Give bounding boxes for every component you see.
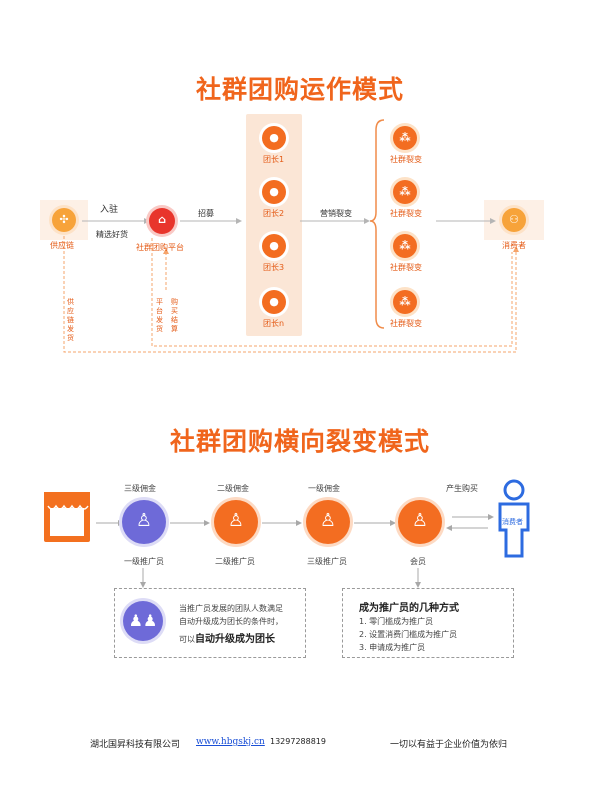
team-node (123, 601, 163, 641)
person-icon: ♙ (319, 510, 337, 531)
way-2: 2. 设置消费门槛成为推广员 (359, 630, 458, 639)
consumer-node (502, 208, 526, 232)
supplier-node (52, 208, 76, 232)
select-goods-label: 精选好货 (96, 230, 128, 239)
diagram2-title: 社群团购横向裂变模式 (169, 427, 430, 456)
recruit-label: 招募 (198, 209, 214, 218)
person-icon: ♙ (135, 510, 153, 531)
upgrade-line-2: 自动升级成为团长的条件时， (179, 617, 283, 626)
home-icon: ⌂ (158, 213, 166, 226)
footer-company: 湖北国昇科技有限公司 (90, 740, 181, 750)
person-icon: ● (269, 295, 279, 308)
upgrade-box: ♟♟ 当推广员发展的团队人数满足 自动升级成为团长的条件时， 可以自动升级成为团… (114, 588, 306, 658)
member-node (398, 500, 442, 544)
commission-1-label: 一级佣金 (308, 484, 340, 493)
diagram1-title: 社群团购运作模式 (195, 75, 404, 104)
commission-3-label: 三级佣金 (124, 484, 156, 493)
promoter-3-node (306, 500, 350, 544)
fission-2-node (393, 180, 417, 204)
diagram1-graphics (40, 114, 544, 353)
produce-buy-label: 产生购买 (446, 484, 478, 493)
footer-slogan: 一切以有益于企业价值为依归 (390, 740, 508, 750)
consumer-label: 消费者 (502, 241, 526, 250)
footer-phone: 13297288819 (270, 737, 326, 746)
commission-2-label: 二级佣金 (217, 484, 249, 493)
fission-4-label: 社群裂变 (390, 319, 422, 328)
promoter-1-label: 一级推广员 (124, 557, 164, 566)
buy-settle-label: 购买结算 (171, 298, 178, 333)
leader-1-label: 团长1 (263, 155, 285, 164)
group-icon: ⁂ (399, 185, 411, 198)
group-icon: ⁂ (399, 295, 411, 308)
leader-n-label: 团长n (263, 319, 285, 328)
ways-title: 成为推广员的几种方式 (359, 603, 459, 614)
upgrade-bold: 自动升级成为团长 (195, 634, 275, 645)
people-icon: ⚇ (509, 213, 519, 226)
group-icon: ⁂ (399, 131, 411, 144)
leader-1-node (262, 126, 286, 150)
team-icon: ♟♟ (128, 611, 158, 630)
ways-box: 成为推广员的几种方式 1. 零门槛成为推广员 2. 设置消费门槛成为推广员 3.… (342, 588, 514, 658)
leader-n-node (262, 290, 286, 314)
fission-2-label: 社群裂变 (390, 209, 422, 218)
person-icon: ♙ (227, 510, 245, 531)
fission-3-label: 社群裂变 (390, 263, 422, 272)
person-icon: ♙ (411, 510, 429, 531)
supplier-label: 供应链 (50, 241, 74, 250)
upgrade-line-3: 可以自动升级成为团长 (179, 630, 275, 645)
promoter-2-node (214, 500, 258, 544)
leader-2-label: 团长2 (263, 209, 285, 218)
member-label: 会员 (410, 557, 426, 566)
promoter-1-node (122, 500, 166, 544)
leader-3-node (262, 234, 286, 258)
enter-label: 入驻 (100, 205, 119, 215)
upgrade-prefix: 可以 (179, 635, 195, 644)
leader-3-label: 团长3 (263, 263, 285, 272)
promoter-2-label: 二级推广员 (215, 557, 255, 566)
diagram2-graphics (44, 479, 530, 588)
marketing-label: 营销裂变 (320, 209, 352, 218)
footer-website-link[interactable]: www.hbgskj.cn (196, 737, 265, 747)
way-3: 3. 申请成为推广员 (359, 643, 426, 652)
platform-ship-label: 平台发货 (156, 298, 163, 333)
consumer-label-2: 消费者 (502, 517, 523, 527)
network-icon: ✣ (59, 213, 69, 226)
person-icon: ● (269, 239, 279, 252)
platform-label: 社群团购平台 (136, 243, 184, 252)
group-icon: ⁂ (399, 239, 411, 252)
leader-2-node (262, 180, 286, 204)
way-1: 1. 零门槛成为推广员 (359, 617, 434, 626)
promoter-3-label: 三级推广员 (307, 557, 347, 566)
fission-4-node (393, 290, 417, 314)
upgrade-line-1: 当推广员发展的团队人数满足 (179, 604, 283, 613)
platform-node (149, 208, 175, 234)
person-icon: ● (269, 185, 279, 198)
fission-3-node (393, 234, 417, 258)
fission-1-node (393, 126, 417, 150)
person-icon: ● (269, 131, 279, 144)
fission-1-label: 社群裂变 (390, 155, 422, 164)
supply-ship-label: 供应链发货 (67, 298, 74, 342)
